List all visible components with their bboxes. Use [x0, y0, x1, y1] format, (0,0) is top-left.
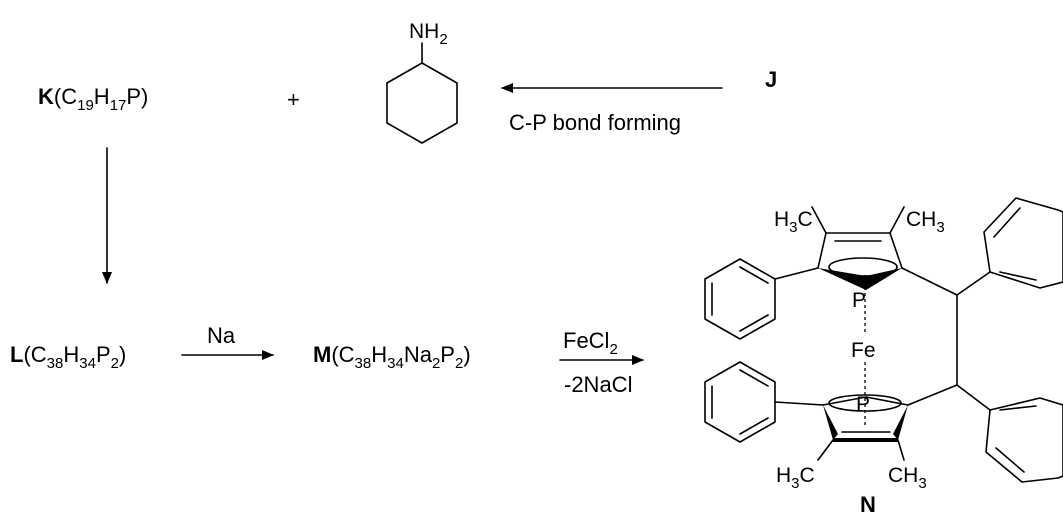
- compound-k-label: K(C19H17P): [38, 84, 148, 114]
- upper-right-methyl: CH3: [906, 208, 945, 236]
- cyclohexylamine: NH2: [386, 20, 458, 144]
- product-n-structure: P H3C CH3 Fe P: [704, 197, 1063, 517]
- upper-left-methyl: H3C: [774, 208, 813, 236]
- fe-atom: Fe: [851, 339, 876, 362]
- plus-sign: +: [287, 87, 300, 112]
- lower-right-methyl: CH3: [888, 464, 927, 492]
- compound-m-label: M(C38H34Na2P2): [313, 342, 471, 372]
- upper-left-phenyl: [704, 258, 819, 340]
- ethylene-bridge: [901, 267, 991, 411]
- mn-arrow-label-top: FeCl2: [563, 328, 618, 358]
- lm-arrow-label: Na: [207, 323, 236, 348]
- upper-right-phenyl: [983, 197, 1063, 289]
- upper-phospholyl-ring: P H3C CH3: [774, 206, 945, 312]
- jk-arrow-label: C-P bond forming: [509, 110, 681, 135]
- compound-l-label: L(C38H34P2): [10, 342, 126, 372]
- compound-j-label: J: [765, 67, 777, 92]
- lower-right-phenyl: [985, 397, 1063, 483]
- lower-p-atom: P: [856, 393, 870, 416]
- mn-arrow-label-bottom: -2NaCl: [564, 372, 632, 397]
- compound-n-label: N: [860, 492, 876, 517]
- lower-left-methyl: H3C: [776, 464, 815, 492]
- upper-p-atom: P: [852, 289, 866, 312]
- lower-left-phenyl: [704, 361, 824, 443]
- lower-phospholyl-ring: P H3C CH3: [776, 393, 927, 492]
- amine-label: NH2: [409, 20, 448, 48]
